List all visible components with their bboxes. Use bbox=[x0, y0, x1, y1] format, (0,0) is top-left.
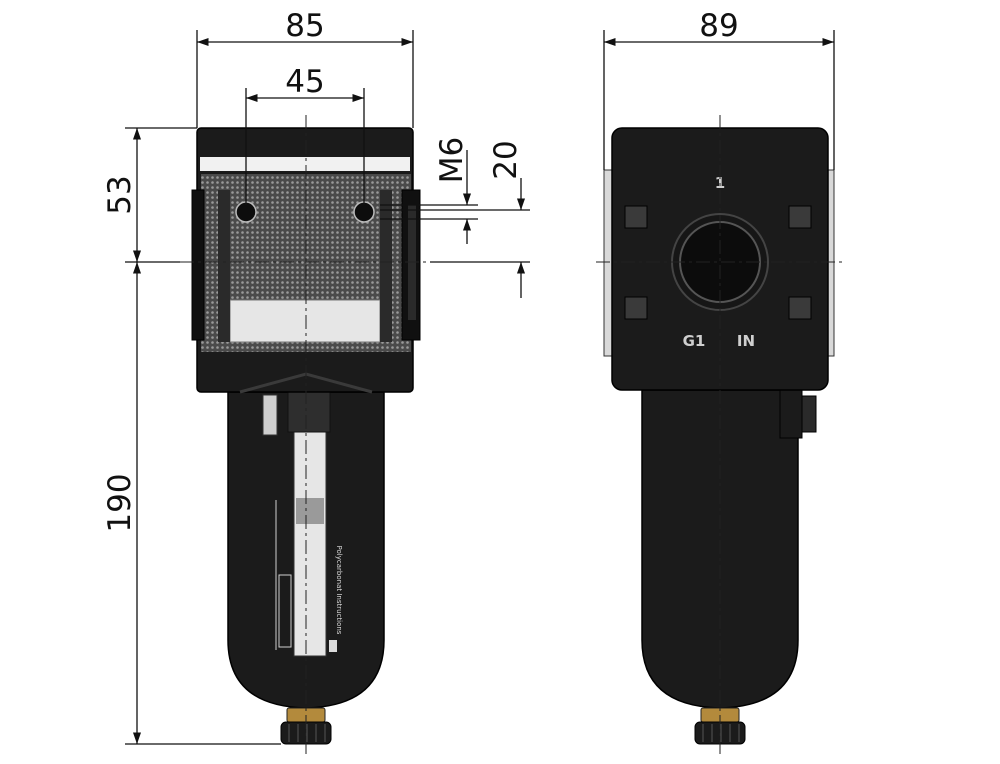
side-view: 1 G1 IN bbox=[603, 127, 835, 745]
sight-glass bbox=[293, 397, 327, 657]
dim-port-spacing: 45 bbox=[285, 64, 324, 100]
front-window bbox=[229, 299, 381, 343]
scale-bracket bbox=[278, 574, 292, 648]
sight-glass-top bbox=[287, 391, 331, 433]
dim-lower-height: 190 bbox=[102, 473, 138, 532]
side-slot-br bbox=[788, 296, 812, 320]
side-clip bbox=[779, 389, 803, 439]
side-slot-bl bbox=[624, 296, 648, 320]
center-lines bbox=[180, 115, 846, 755]
bowl-logo bbox=[329, 640, 337, 652]
dim-upper-height: 53 bbox=[102, 175, 138, 214]
side-slot-tl bbox=[624, 205, 648, 229]
dimension-labels: 85 45 89 53 190 M6 20 bbox=[102, 8, 739, 533]
port-direction: IN bbox=[737, 332, 755, 350]
sight-glass-clip bbox=[262, 394, 278, 436]
front-left-frame bbox=[218, 190, 230, 342]
side-slot-tr bbox=[788, 205, 812, 229]
port-size: G1 bbox=[683, 332, 706, 350]
bowl-label: Polycarbonat Instructions bbox=[335, 546, 343, 635]
front-head-top-band bbox=[200, 157, 410, 171]
front-right-frame bbox=[380, 190, 392, 342]
dim-side-width: 89 bbox=[699, 8, 738, 44]
dim-thread: M6 bbox=[434, 137, 470, 183]
dimension-lines bbox=[125, 30, 835, 745]
sight-glass-marker bbox=[296, 498, 324, 524]
dim-front-width: 85 bbox=[285, 8, 324, 44]
front-left-boss bbox=[191, 189, 205, 341]
side-clip-teeth bbox=[801, 395, 817, 433]
dim-thread-depth: 20 bbox=[488, 140, 524, 179]
